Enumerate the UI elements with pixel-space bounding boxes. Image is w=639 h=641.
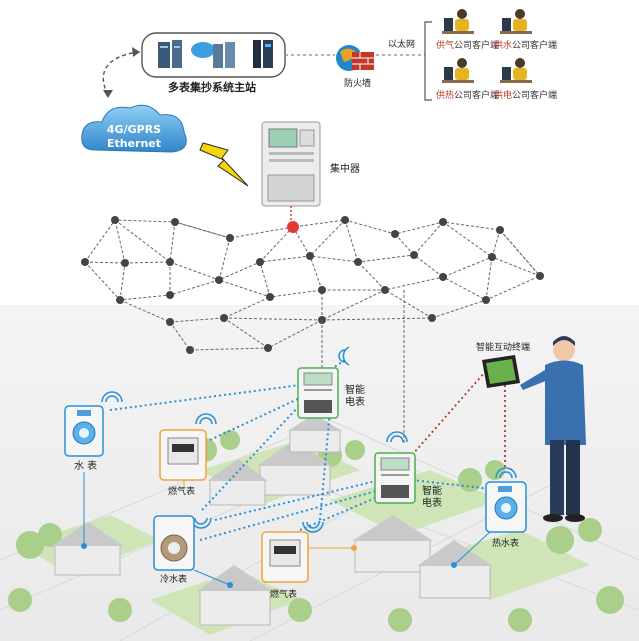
master-station: [141, 32, 286, 78]
firewall-label: 防火墙: [344, 77, 371, 89]
cold-water-link: [193, 569, 231, 586]
wifi-icon: [302, 521, 324, 533]
terminal-label: 智能互动终端: [476, 341, 530, 353]
concentrator-node: [287, 221, 299, 233]
wifi-icon: [386, 431, 408, 443]
cloud-label-line1: 4G/GPRS: [107, 123, 161, 136]
arrow-head-icon: [103, 90, 113, 98]
client-bracket: [424, 21, 432, 101]
terminal-links: [411, 371, 506, 470]
connector-dot: [351, 545, 357, 551]
wifi-icon: [195, 413, 217, 425]
lightning-icon: [199, 142, 249, 187]
cold-water-meter: [153, 515, 195, 571]
firewall-icon: [336, 45, 374, 71]
connector-dot: [451, 562, 457, 568]
house: [197, 565, 273, 626]
trees: [8, 430, 624, 632]
interactive-terminal-icon: [482, 355, 520, 388]
house: [207, 459, 268, 506]
hot-water-link: [453, 531, 491, 566]
gas-meter-2-label: 燃气表: [270, 588, 297, 600]
client-label-gas: 供气公司客户端: [436, 39, 499, 51]
arrow-head-icon: [132, 47, 140, 57]
smart-meter-2-line2: 电表: [422, 496, 442, 509]
gas-meter-1-label: 燃气表: [168, 485, 195, 497]
gprs-cloud-icon: [81, 104, 187, 153]
person-figure: [520, 336, 586, 522]
client-heat: [442, 58, 474, 83]
smart-meter-1: [297, 367, 339, 419]
concentrator-label: 集中器: [330, 162, 360, 175]
client-label-water: 供水公司客户端: [494, 39, 557, 51]
water-meter-label: 水 表: [74, 459, 97, 472]
connector-dot: [81, 543, 87, 549]
smart-meter-2: [374, 452, 416, 504]
houses: [52, 414, 493, 626]
master-station-title: 多表集抄系统主站: [168, 80, 256, 94]
hot-water-meter: [485, 481, 527, 533]
client-label-power: 供电公司客户端: [494, 89, 557, 101]
client-power: [500, 58, 532, 83]
wifi-icon: [495, 467, 517, 479]
hot-water-meter-label: 热水表: [492, 537, 519, 549]
smart-meter-2-line1: 智能: [422, 484, 442, 497]
wifi-icon: [338, 346, 350, 366]
house: [352, 515, 433, 573]
server-icon: [158, 40, 182, 68]
mesh-nodes: [81, 216, 544, 354]
cloud-label-line2: Ethernet: [107, 137, 161, 150]
client-workstations: [442, 9, 532, 83]
gas-meter-1: [159, 429, 207, 481]
connector-dot: [227, 582, 233, 588]
client-gas: [442, 9, 474, 34]
cold-water-meter-label: 冷水表: [160, 573, 187, 585]
wifi-icon: [101, 391, 123, 403]
ethernet-label: 以太网: [388, 38, 415, 50]
workstation-icon: [253, 40, 273, 68]
wifi-signal-icons: [101, 346, 517, 533]
gas-meter-2: [261, 531, 309, 583]
concentrator-device: [261, 121, 321, 207]
house: [417, 540, 493, 599]
cloud-server-icon: [191, 42, 235, 68]
smart-meter-1-line1: 智能: [345, 383, 365, 396]
client-water: [500, 9, 532, 34]
smart-meter-1-line2: 电表: [345, 395, 365, 408]
water-meter: [64, 405, 104, 457]
house: [257, 440, 333, 496]
uplink-dashed-arc: [102, 51, 141, 96]
client-label-heat: 供热公司客户端: [436, 89, 499, 101]
